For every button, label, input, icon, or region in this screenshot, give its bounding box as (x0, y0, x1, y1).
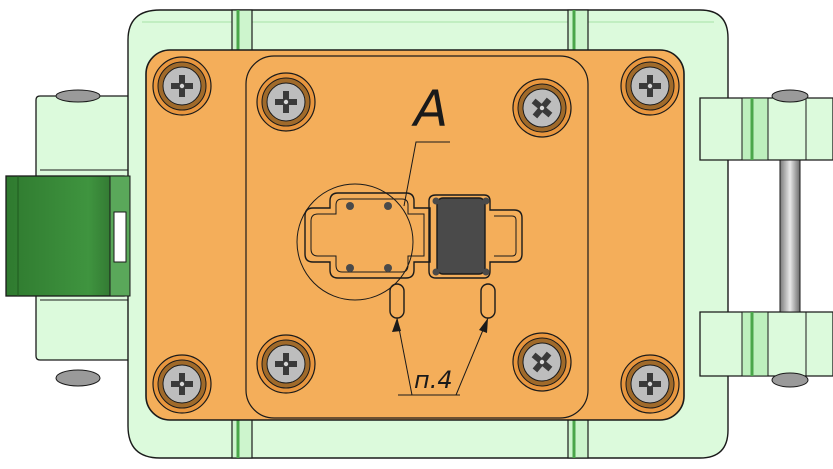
socket-pocket-right (428, 194, 523, 279)
right-hinge (699, 89, 833, 388)
left-handle-block (5, 175, 131, 297)
screw-head (256, 334, 316, 394)
screw-head (620, 354, 680, 414)
detail-a-callout: A (296, 80, 450, 301)
screw-head (256, 72, 316, 132)
screw-group (152, 56, 680, 414)
screw-head (620, 56, 680, 116)
screw-head (512, 332, 572, 392)
screw-head (152, 354, 212, 414)
note-leader-lines: п.4 (392, 317, 489, 396)
note-label: п.4 (414, 366, 453, 394)
chip (436, 197, 486, 275)
socket-pocket-left (304, 192, 431, 279)
orange-top-plate (145, 49, 685, 421)
detail-label: A (411, 80, 448, 138)
screw-head (152, 56, 212, 116)
screw-head (512, 78, 572, 138)
